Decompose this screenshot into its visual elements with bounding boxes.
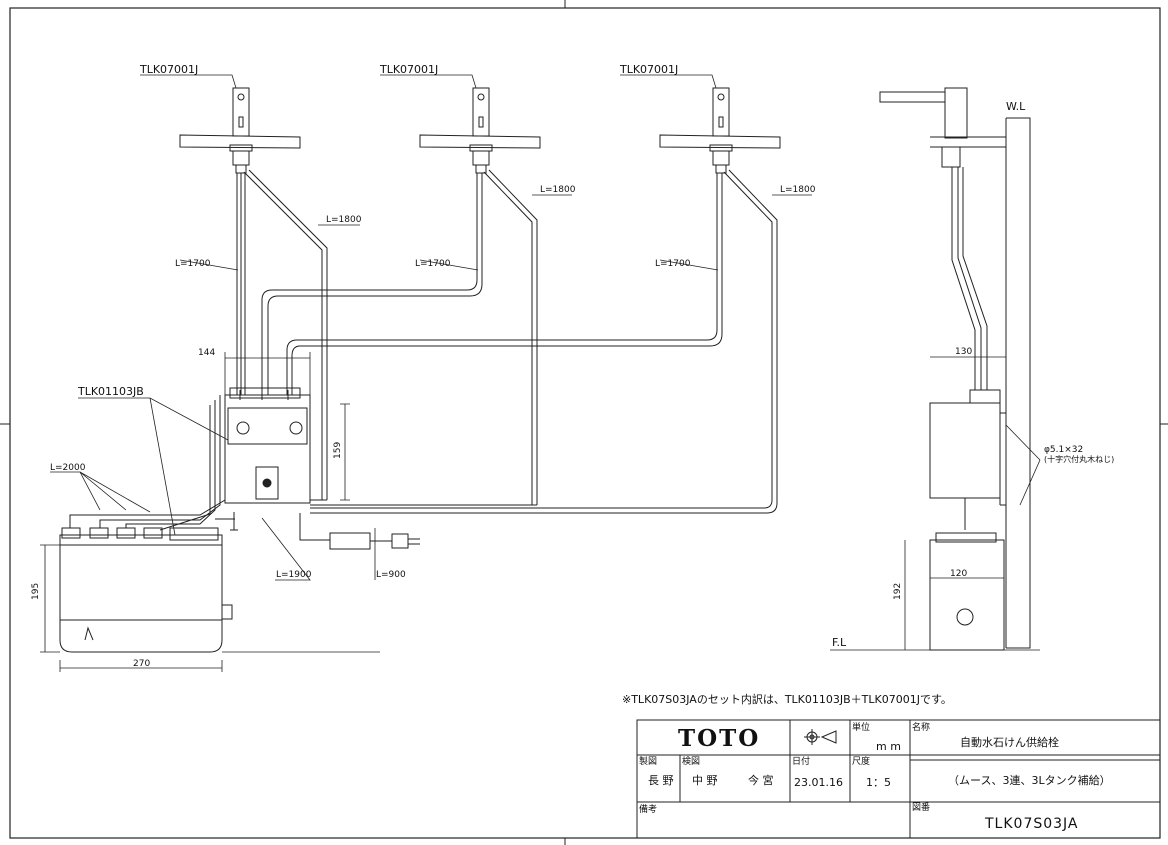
name-label: 名称 [912,721,930,733]
checked-value-2: 今 宮 [748,773,774,787]
scale-value: 1：5 [866,776,891,789]
unit-model-label: TLK01103JB [77,385,144,398]
floor-line-label: F.L [832,636,847,649]
dim-tank-height: 195 [31,583,41,600]
tube-length-2000: L=2000 [50,463,86,473]
faucet-2-model-label: TLK07001J [379,63,438,76]
unit-value: m m [876,740,901,753]
supply-tubes [69,169,778,531]
drawing-no-value: TLK07S03JA [984,816,1079,832]
title-block: TOTO 単位 m m 名称 自動水石けん供給栓 （ムース、3連、3Lタンク補給… [636,719,1161,839]
dim-unit-height: 159 [333,442,343,459]
drawing-no-label: 図番 [912,801,930,813]
tube-length-1900: L=1900 [276,570,312,580]
screw-spec: φ5.1×32 [1044,445,1083,455]
dim-side-tank-height: 192 [893,583,903,600]
tube-length-1700-a: L=1700 [175,259,211,269]
drawing-labels: TLK07001J TLK07001J TLK07001J L=1700 L=1… [31,63,1114,706]
unit-label: 単位 [852,721,870,733]
tube-length-1800-c: L=1800 [780,185,816,195]
dim-tank-width: 270 [133,659,150,669]
notes-label: 備考 [639,803,657,815]
tube-length-1800-b: L=1800 [540,185,576,195]
faucet-1 [179,87,301,174]
drawing-frame [9,7,1161,839]
screw-note: (十字穴付丸木ねじ) [1044,454,1114,464]
faucet-1-model-label: TLK07001J [139,63,198,76]
drafted-label: 製図 [639,755,657,767]
side-view [879,87,1031,651]
wall-line-label: W.L [1006,100,1026,113]
drafted-value: 長 野 [648,774,674,787]
checked-value-1: 中 野 [692,774,718,787]
dim-side-depth: 130 [955,347,972,357]
date-value: 23.01.16 [794,776,843,789]
tube-length-1800-a: L=1800 [326,215,362,225]
checked-label: 検図 [682,755,700,767]
tube-length-1700-b: L=1700 [415,259,451,269]
product-subtitle: （ムース、3連、3Lタンク補給） [948,773,1111,787]
control-unit-front [224,387,311,504]
tube-length-1700-c: L=1700 [655,259,691,269]
scale-label: 尺度 [852,755,870,767]
soap-tank-front [59,527,233,653]
cord-length-900: L=900 [376,570,406,580]
power-cord [215,512,420,550]
brand-logo: TOTO [678,725,760,752]
faucet-3 [659,87,781,174]
set-composition-note: ※TLK07S03JAのセット内訳は、TLK01103JB＋TLK07001Jで… [622,692,952,706]
dimension-lines [40,74,1041,672]
dim-side-tank-width: 120 [950,569,967,579]
faucet-3-model-label: TLK07001J [619,63,678,76]
faucet-2 [419,87,541,174]
product-name: 自動水石けん供給栓 [960,735,1059,749]
dim-unit-width: 144 [198,348,215,358]
date-label: 日付 [792,756,810,767]
